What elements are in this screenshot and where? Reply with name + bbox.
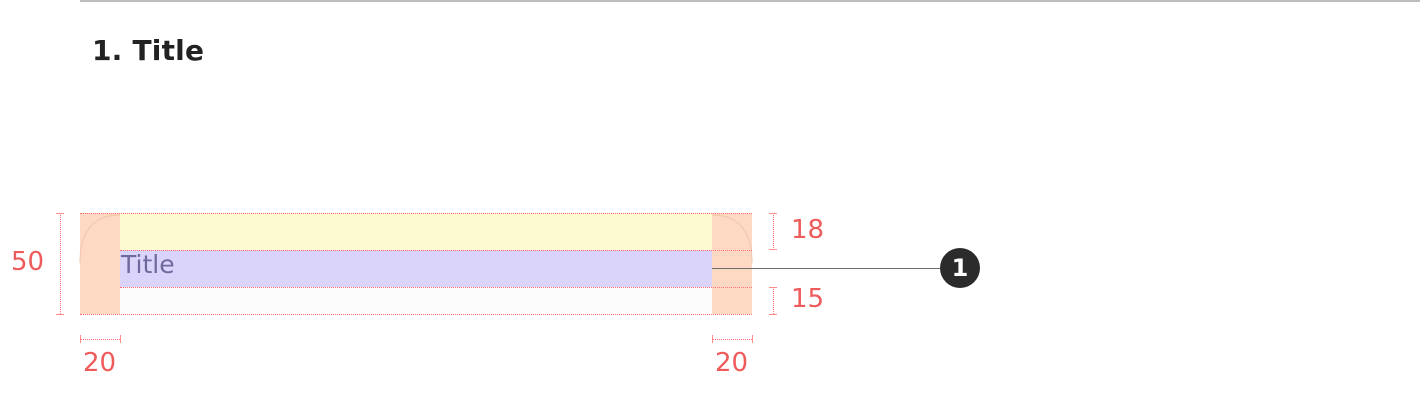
height-measure: 50 — [11, 247, 45, 277]
bottom-guide — [80, 314, 752, 315]
top-padding-tick-top — [769, 213, 777, 214]
top-padding-band — [120, 213, 712, 250]
height-tick-top — [56, 213, 64, 214]
title-top-guide — [120, 250, 752, 251]
bottom-padding-tick-bottom — [769, 314, 777, 315]
bottom-padding-dimension-line — [773, 287, 774, 314]
right-padding-dimension-line — [712, 339, 752, 340]
top-padding-dimension-line — [773, 213, 774, 250]
height-tick-bottom — [56, 314, 64, 315]
right-padding-tick-right — [752, 335, 753, 343]
callout-marker: 1 — [940, 248, 980, 288]
top-guide — [80, 213, 752, 214]
bottom-padding-band — [120, 287, 712, 314]
left-padding-measure: 20 — [83, 348, 117, 378]
right-padding-measure: 20 — [715, 348, 749, 378]
bottom-padding-tick-top — [769, 287, 777, 288]
height-dimension-line — [60, 213, 61, 314]
right-padding-region — [712, 213, 752, 314]
top-padding-tick-bottom — [769, 249, 777, 250]
left-padding-tick-right — [120, 335, 121, 343]
right-padding-tick-left — [712, 335, 713, 343]
title-bottom-guide — [120, 287, 752, 288]
left-padding-tick-left — [80, 335, 81, 343]
left-padding-region — [80, 213, 120, 314]
callout-leader-line — [712, 268, 942, 269]
bottom-padding-measure: 15 — [791, 284, 825, 314]
left-padding-dimension-line — [80, 339, 120, 340]
section-title: 1. Title — [92, 34, 205, 67]
top-padding-measure: 18 — [791, 215, 825, 245]
title-label: Title — [121, 250, 175, 279]
top-divider — [80, 0, 1420, 2]
corner-outline — [79, 214, 753, 264]
title-band — [120, 250, 712, 287]
